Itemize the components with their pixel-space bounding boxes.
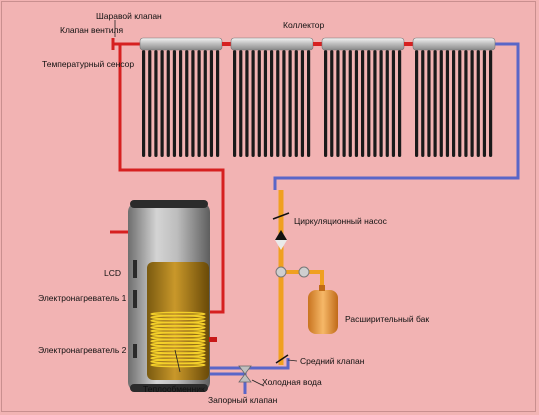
lcd-display	[133, 260, 137, 278]
expansion-tank-label: Расширительный бак	[345, 314, 430, 324]
circ-pump-label: Циркуляционный насос	[294, 216, 387, 226]
collector-connector	[404, 42, 413, 46]
vacuum-tube	[421, 50, 425, 157]
collector-header	[412, 37, 496, 51]
vacuum-tube	[257, 50, 261, 157]
vacuum-tube	[245, 50, 249, 157]
collector-label: Коллектор	[283, 20, 325, 30]
vacuum-tube	[439, 50, 443, 157]
vacuum-tube	[216, 50, 220, 157]
vacuum-tube	[233, 50, 237, 157]
collector-panel	[412, 37, 496, 157]
vacuum-tube	[294, 50, 298, 157]
three-way-valve	[275, 266, 310, 278]
hot-pipe	[110, 38, 225, 314]
cold-water-label: Холодная вода	[262, 377, 322, 387]
vacuum-tube	[342, 50, 346, 157]
vacuum-tube	[354, 50, 359, 157]
vacuum-tube	[166, 50, 170, 157]
vacuum-tube	[209, 50, 214, 157]
collector-panel	[230, 37, 314, 157]
vacuum-tube	[307, 50, 311, 157]
heater1-element	[133, 290, 137, 308]
vacuum-tube	[385, 50, 389, 157]
middle-valve	[275, 354, 289, 364]
vacuum-tube	[482, 50, 487, 157]
vacuum-tube	[179, 50, 183, 157]
vacuum-tube	[336, 50, 340, 157]
ball-valve-label: Шаравой клапан	[96, 11, 162, 21]
vacuum-tube	[398, 50, 402, 157]
vacuum-tube	[445, 50, 450, 157]
expansion-tank	[308, 285, 338, 334]
vacuum-tube	[324, 50, 328, 157]
vacuum-tube	[464, 50, 468, 157]
vacuum-tube	[476, 50, 480, 157]
shutoff-valve-label: Запорный клапан	[208, 395, 278, 405]
vacuum-tube	[452, 50, 456, 157]
heater2-element	[133, 344, 137, 358]
vacuum-tube	[288, 50, 292, 157]
vacuum-tube	[276, 50, 280, 157]
heater1-label: Электронагреватель 1	[38, 293, 127, 303]
vacuum-tube	[203, 50, 207, 157]
vacuum-tube	[433, 50, 437, 157]
circulation-pump	[272, 212, 290, 250]
temp-sensor-label: Температурный сенсор	[42, 59, 135, 69]
vacuum-tube	[239, 50, 243, 157]
vacuum-tube	[148, 50, 152, 157]
collector-panel	[139, 37, 223, 157]
heater2-label: Электронагреватель 2	[38, 345, 127, 355]
vacuum-tube	[160, 50, 164, 157]
vacuum-tube	[263, 50, 268, 157]
vacuum-tube	[348, 50, 352, 157]
vacuum-tube	[427, 50, 431, 157]
storage-tank	[128, 200, 217, 392]
collector-connector	[313, 42, 322, 46]
vacuum-tube	[270, 50, 274, 157]
vacuum-tube	[197, 50, 201, 157]
vacuum-tube	[185, 50, 189, 157]
vacuum-tube	[489, 50, 493, 157]
collector-header	[321, 37, 405, 51]
vacuum-tube	[251, 50, 255, 157]
vacuum-tube	[191, 50, 195, 157]
heat-exchanger-label: Теплообменник	[143, 384, 205, 394]
vacuum-tube	[361, 50, 365, 157]
vacuum-tube	[470, 50, 474, 157]
vacuum-tube	[300, 50, 305, 157]
vacuum-tube	[379, 50, 383, 157]
vacuum-tube	[172, 50, 177, 157]
vacuum-tube	[330, 50, 334, 157]
collector-connector	[222, 42, 231, 46]
collector	[139, 37, 496, 157]
vacuum-tube	[415, 50, 419, 157]
lcd-label: LCD	[104, 268, 122, 278]
vent-valve-label: Клапан вентиля	[60, 25, 124, 35]
vacuum-tube	[154, 50, 158, 157]
vacuum-tube	[391, 50, 396, 157]
shutoff-valve	[238, 365, 252, 383]
collector-panel	[321, 37, 405, 157]
middle-valve-label: Средний клапан	[300, 356, 365, 366]
vacuum-tube	[142, 50, 146, 157]
vacuum-tube	[367, 50, 371, 157]
collector-header	[230, 37, 314, 51]
heat-exchanger-coil	[150, 311, 206, 368]
vacuum-tube	[373, 50, 377, 157]
collector-header	[139, 37, 223, 51]
vacuum-tube	[282, 50, 286, 157]
leader-lines	[114, 20, 298, 387]
vacuum-tube	[458, 50, 462, 157]
